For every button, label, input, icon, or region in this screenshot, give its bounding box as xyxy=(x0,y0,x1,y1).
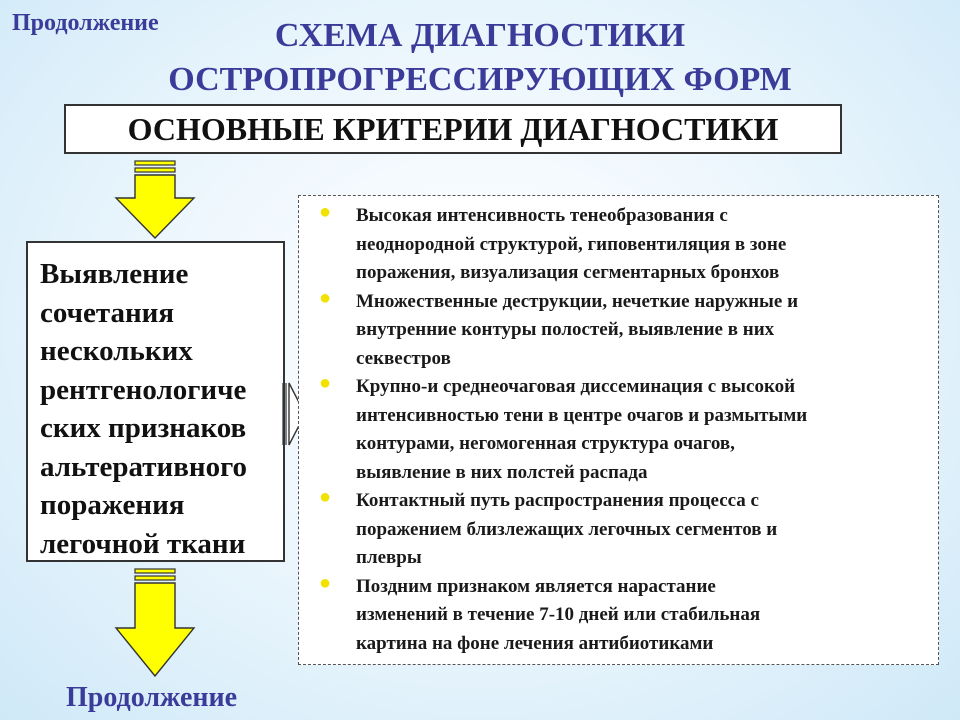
continue-link-bottom[interactable]: Продолжение xyxy=(66,682,238,713)
left-box-line: нескольких xyxy=(40,335,193,367)
list-item-line: неоднородной структурой, гиповентиляция … xyxy=(356,233,787,255)
list-item-line: Поздним признаком является нарастание xyxy=(356,575,716,597)
main-criteria-box: ОСНОВНЫЕ КРИТЕРИИ ДИАГНОСТИКИ xyxy=(64,104,842,154)
bullet-dot-icon: ● xyxy=(319,286,332,309)
list-item-line: Высокая интенсивность тенеобразования с xyxy=(356,205,728,226)
left-box-line: Выявление xyxy=(40,258,189,290)
list-item-line: изменений в течение 7-10 дней или стабил… xyxy=(356,604,761,625)
list-item: ● Контактный путь распространения процес… xyxy=(309,487,930,573)
list-item: ● Крупно-и среднеочаговая диссеминация с… xyxy=(309,373,930,487)
list-item-line: внутренние контуры полостей, выявление в… xyxy=(356,319,775,340)
left-box-line: сочетания xyxy=(40,296,175,329)
slide-title: СХЕМА ДИАГНОСТИКИ ОСТРОПРОГРЕССИРУЮЩИХ Ф… xyxy=(120,14,840,102)
left-box-line: рентгенологиче xyxy=(40,373,247,406)
list-item-line: Множественные деструкции, нечеткие наруж… xyxy=(356,290,799,312)
down-arrow-icon xyxy=(114,568,196,678)
list-item: ● Высокая интенсивность тенеобразования … xyxy=(309,202,930,288)
down-arrow-icon xyxy=(114,160,196,240)
continue-link-top[interactable]: Продолжение xyxy=(12,10,159,36)
list-item-line: поражением близлежащих легочных сегменто… xyxy=(356,518,778,540)
list-item: ● Поздним признаком является нарастание … xyxy=(309,573,930,659)
left-box-line: поражения xyxy=(40,489,185,521)
slide-title-line-1: СХЕМА ДИАГНОСТИКИ xyxy=(274,17,686,54)
list-item-line: интенсивностью тени в центре очагов и ра… xyxy=(356,404,808,426)
list-item-line: картина на фоне лечения антибиотиками xyxy=(356,632,714,654)
left-box-line: ских признаков xyxy=(40,412,247,444)
criteria-list: ● Высокая интенсивность тенеобразования … xyxy=(309,202,930,658)
list-item-line: поражения, визуализация сегментарных бро… xyxy=(356,262,780,283)
list-item-line: Крупно-и среднеочаговая диссеминация с в… xyxy=(356,376,796,397)
left-box-line: легочной ткани xyxy=(40,527,246,560)
bullet-dot-icon: ● xyxy=(319,486,332,508)
list-item-line: контурами, негомогенная структура очагов… xyxy=(356,433,735,454)
left-description-box: Выявление сочетания нескольких рентгенол… xyxy=(26,241,285,562)
bullet-dot-icon: ● xyxy=(319,201,332,223)
right-arrow-icon xyxy=(282,382,306,446)
criteria-list-box: ● Высокая интенсивность тенеобразования … xyxy=(298,195,939,665)
list-item-line: секвестров xyxy=(356,347,451,369)
bullet-dot-icon: ● xyxy=(319,372,332,394)
list-item-line: плевры xyxy=(356,547,422,568)
list-item-line: Контактный путь распространения процесса… xyxy=(356,490,759,511)
slide-title-line-2: ОСТРОПРОГРЕССИРУЮЩИХ ФОРМ xyxy=(168,61,792,98)
bullet-dot-icon: ● xyxy=(319,571,332,594)
left-box-line: альтеративного xyxy=(40,450,248,483)
list-item: ● Множественные деструкции, нечеткие нар… xyxy=(309,288,930,374)
list-item-line: выявление в них полстей распада xyxy=(356,461,648,483)
